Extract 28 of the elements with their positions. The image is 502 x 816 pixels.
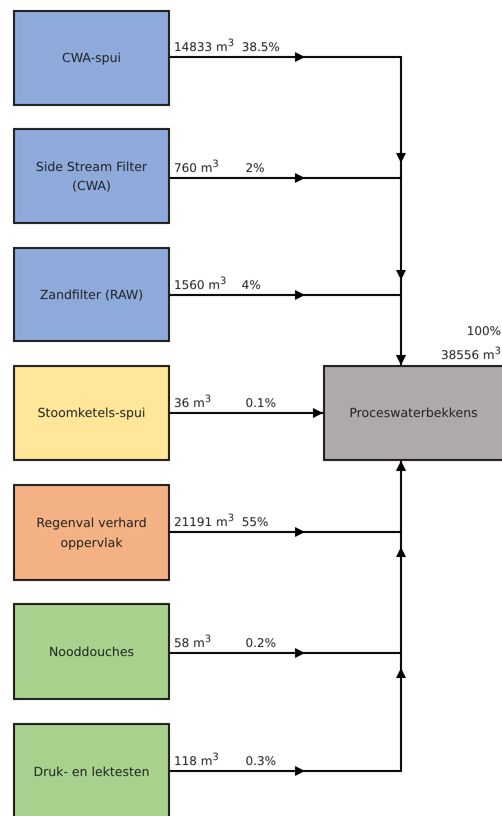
- node-label: CWA-spui: [60, 49, 122, 68]
- node-label: Proceswaterbekkens: [348, 404, 479, 422]
- flow-label: 760 m$^{3}$ 2%: [174, 160, 265, 174]
- flow-arrow: [170, 461, 406, 772]
- node-label: Regenval verhard oppervlak: [35, 514, 148, 552]
- flow-label: 1560 m$^{3}$ 4%: [174, 277, 261, 291]
- source-box: [13, 128, 170, 224]
- source-box: [13, 247, 170, 342]
- flow-arrow: [170, 294, 406, 365]
- flow-arrow: [170, 408, 323, 418]
- flow-label: 14833 m$^{3}$ 38.5%: [174, 39, 280, 53]
- node-label: Side Stream Filter (CWA): [34, 158, 148, 195]
- source-box: [13, 484, 170, 581]
- source-box: [13, 365, 170, 461]
- node-label: Druk- en lektesten: [32, 762, 150, 781]
- node-label: Stoomketels-spui: [36, 404, 146, 422]
- flow-label: 118 m$^{3}$ 0.3%: [174, 753, 276, 767]
- source-box: [13, 723, 170, 816]
- source-box: [13, 10, 170, 106]
- source-box: [13, 603, 170, 700]
- total-label: 100%: [466, 325, 501, 337]
- total-label: 38556 m$^{3}$: [440, 347, 501, 361]
- node-label: Zandfilter (RAW): [38, 286, 144, 304]
- node-label: Nooddouches: [48, 642, 136, 661]
- flow-label: 36 m$^{3}$ 0.1%: [174, 395, 276, 409]
- basin-box: [323, 365, 502, 461]
- flow-label: 21191 m$^{3}$ 55%: [174, 514, 268, 528]
- flow-label: 58 m$^{3}$ 0.2%: [174, 635, 276, 649]
